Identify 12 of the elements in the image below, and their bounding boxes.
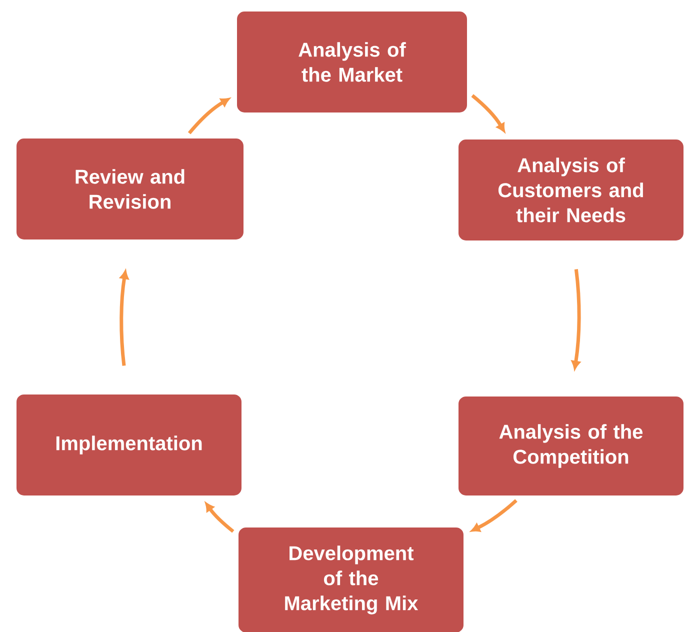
arrow [205, 502, 234, 533]
arrow [572, 269, 581, 370]
process-box: Development of the Marketing Mix [236, 524, 466, 632]
process-box: Review and Revision [14, 136, 246, 242]
arrow [188, 98, 230, 134]
arrow [120, 270, 129, 366]
process-box: Implementation [14, 392, 244, 498]
process-box: Analysis of Customers and their Needs [456, 136, 686, 244]
arrow [471, 499, 518, 532]
process-box: Analysis of the Competition [456, 394, 686, 498]
process-box: Analysis of the Market [234, 8, 470, 116]
arrow [471, 94, 505, 132]
